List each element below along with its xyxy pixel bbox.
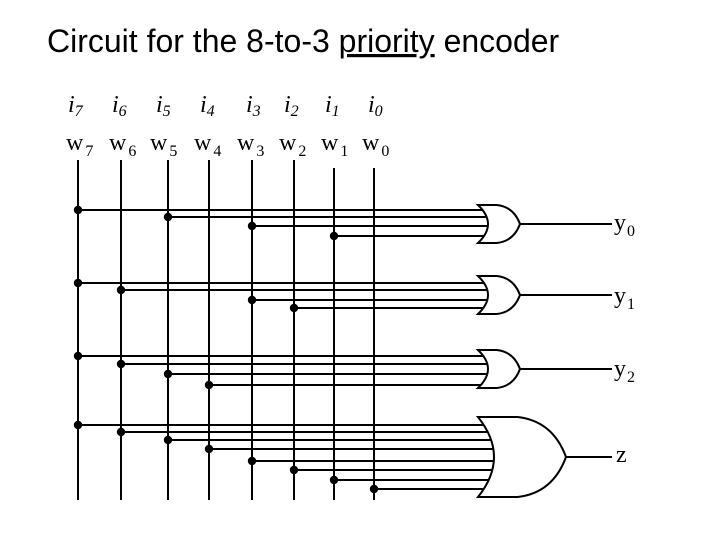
label-base: w [321, 130, 339, 156]
label-base: y [614, 356, 626, 382]
label-base: z [616, 442, 627, 468]
input-label-i5: i5 [156, 92, 171, 120]
junction-dot-w5 [163, 435, 173, 445]
label-base: w [109, 130, 127, 156]
junction-dot-w0 [369, 484, 379, 494]
or-gate-y0 [475, 204, 522, 244]
label-subscript: 7 [75, 103, 84, 120]
junction-dot-w4 [204, 380, 214, 390]
input-label-i3: i3 [246, 92, 261, 120]
label-base: i [112, 92, 119, 118]
page-title: Circuit for the 8-to-3 priority encoder [47, 23, 560, 59]
title-part-1: Circuit for the 8-to-3 [47, 23, 339, 59]
label-subscript: 2 [627, 369, 635, 386]
label-base: i [200, 92, 207, 118]
junction-dots [73, 205, 379, 494]
input-label-i1: i1 [325, 92, 340, 120]
label-subscript: 0 [375, 103, 383, 120]
junction-dot-w6 [116, 359, 126, 369]
junction-dot-w7 [73, 205, 83, 215]
label-base: w [66, 130, 84, 156]
label-base: i [68, 92, 75, 118]
junction-dot-w7 [73, 278, 83, 288]
title-part-2: encoder [435, 23, 560, 59]
label-subscript: 5 [163, 103, 171, 120]
label-subscript: 1 [332, 103, 340, 120]
label-base: w [362, 130, 380, 156]
junction-dot-w7 [73, 420, 83, 430]
label-subscript: 5 [169, 143, 177, 160]
label-base: i [246, 92, 253, 118]
label-subscript: 2 [298, 143, 306, 160]
input-label-i4: i4 [200, 92, 215, 120]
or-gate-y2 [475, 349, 522, 389]
junction-dot-w6 [116, 285, 126, 295]
junction-dot-w3 [247, 456, 257, 466]
label-subscript: 1 [627, 296, 635, 313]
label-base: y [614, 210, 626, 236]
wires [77, 160, 612, 500]
label-base: w [237, 130, 255, 156]
junction-dot-w1 [329, 231, 339, 241]
label-subscript: 4 [213, 143, 221, 160]
input-label-i2: i2 [284, 92, 299, 120]
label-subscript: 3 [252, 103, 261, 120]
junction-dot-w5 [163, 369, 173, 379]
output-label-z: z [616, 442, 627, 468]
input-label-i7: i7 [68, 92, 84, 120]
label-subscript: 4 [207, 103, 215, 120]
junction-dot-w4 [204, 444, 214, 454]
gates [475, 204, 568, 498]
junction-dot-w1 [329, 475, 339, 485]
junction-dot-w2 [289, 303, 299, 313]
label-base: i [325, 92, 332, 118]
input-label-i0: i0 [368, 92, 383, 120]
label-subscript: 2 [291, 103, 299, 120]
label-base: w [279, 130, 297, 156]
title-underlined-word: priority [339, 23, 435, 59]
label-subscript: 3 [256, 143, 264, 160]
label-base: w [150, 130, 168, 156]
label-base: w [194, 130, 212, 156]
label-base: i [284, 92, 291, 118]
or-gate-z [475, 416, 568, 498]
label-subscript: 6 [119, 103, 127, 120]
label-base: i [368, 92, 375, 118]
label-subscript: 6 [128, 143, 136, 160]
junction-dot-w3 [247, 295, 257, 305]
output-label-y0: y0 [614, 210, 635, 240]
junction-dot-w2 [289, 465, 299, 475]
label-subscript: 0 [381, 143, 389, 160]
junction-dot-w7 [73, 351, 83, 361]
input-label-i6: i6 [112, 92, 127, 120]
label-base: i [156, 92, 163, 118]
or-gate-y1 [475, 275, 522, 315]
junction-dot-w6 [116, 427, 126, 437]
label-subscript: 1 [340, 143, 348, 160]
label-base: y [614, 283, 626, 309]
output-label-y1: y1 [614, 283, 635, 313]
label-subscript: 7 [85, 143, 93, 160]
junction-dot-w5 [163, 212, 173, 222]
label-subscript: 0 [627, 223, 635, 240]
junction-dot-w3 [247, 221, 257, 231]
output-label-y2: y2 [614, 356, 635, 386]
